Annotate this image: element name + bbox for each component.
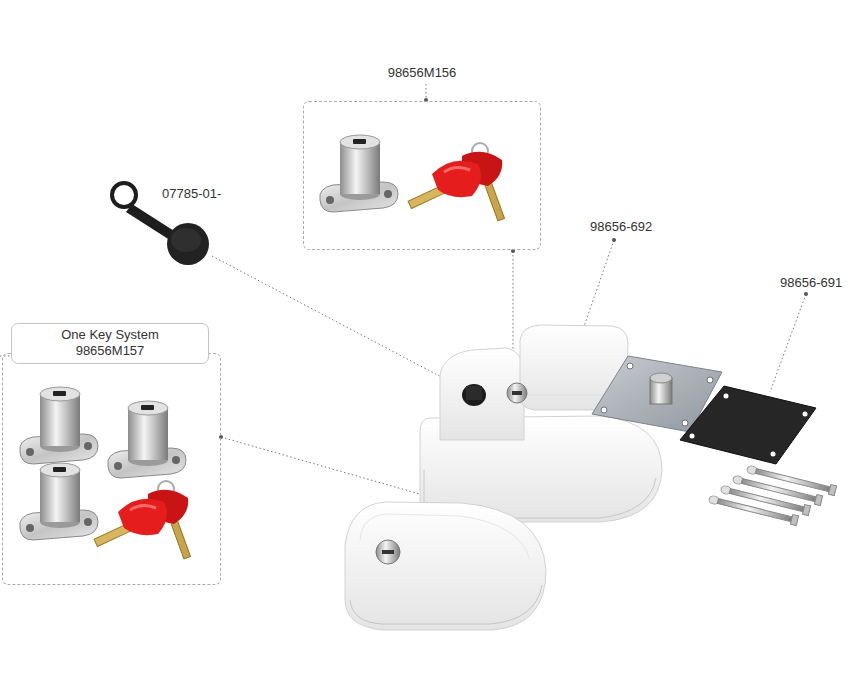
- dashed-group-box: 98656M156: [303, 101, 541, 250]
- callout-number: 98656-692: [588, 219, 654, 235]
- callout-number: 98656-691: [778, 275, 844, 291]
- dashed-group-box: One Key System98656M157: [2, 353, 221, 585]
- callout-wrap: 07785-01-: [160, 186, 223, 202]
- group-header: One Key System98656M157: [11, 323, 209, 364]
- callout-number: 07785-01-: [160, 186, 223, 202]
- part-number: 98656M157: [16, 343, 204, 359]
- group-title: One Key System: [16, 327, 204, 343]
- callout-wrap: 98656-692: [588, 219, 654, 235]
- part-number: 98656M156: [304, 65, 540, 81]
- callout-wrap: 98656-691: [778, 275, 844, 291]
